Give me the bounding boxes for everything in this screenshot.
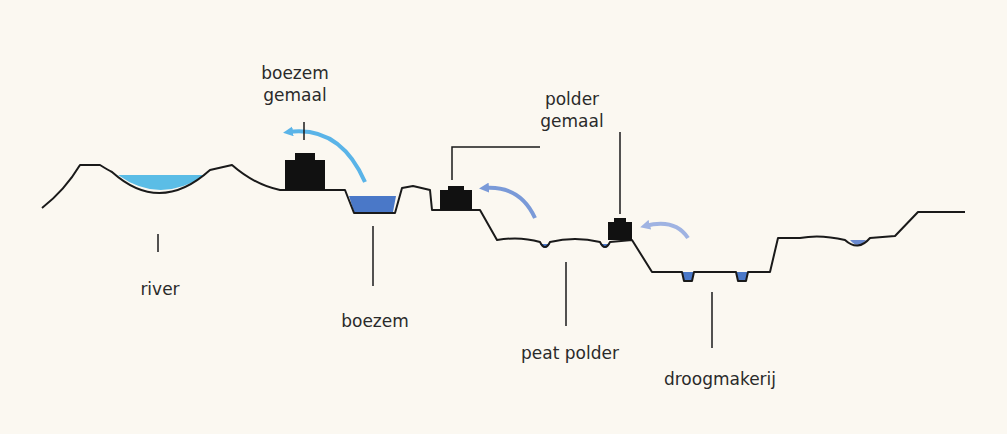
ditch-water [540, 244, 610, 248]
leader-lines [158, 122, 712, 348]
ground-profile [42, 165, 965, 281]
flow-arrow [288, 131, 365, 182]
part-label: polder gemaal [532, 88, 612, 132]
pumping-station [440, 186, 472, 210]
pumping-station [608, 218, 632, 240]
flow-arrow [645, 224, 688, 238]
part-label: boezem gemaal [255, 62, 335, 106]
part-label: river [120, 278, 200, 300]
part-label: droogmakerij [650, 368, 790, 390]
part-label: boezem [330, 310, 420, 332]
flow-arrow [484, 188, 535, 218]
pumping-station [285, 153, 325, 190]
part-label: peat polder [505, 342, 635, 364]
boezem-water [349, 196, 396, 212]
